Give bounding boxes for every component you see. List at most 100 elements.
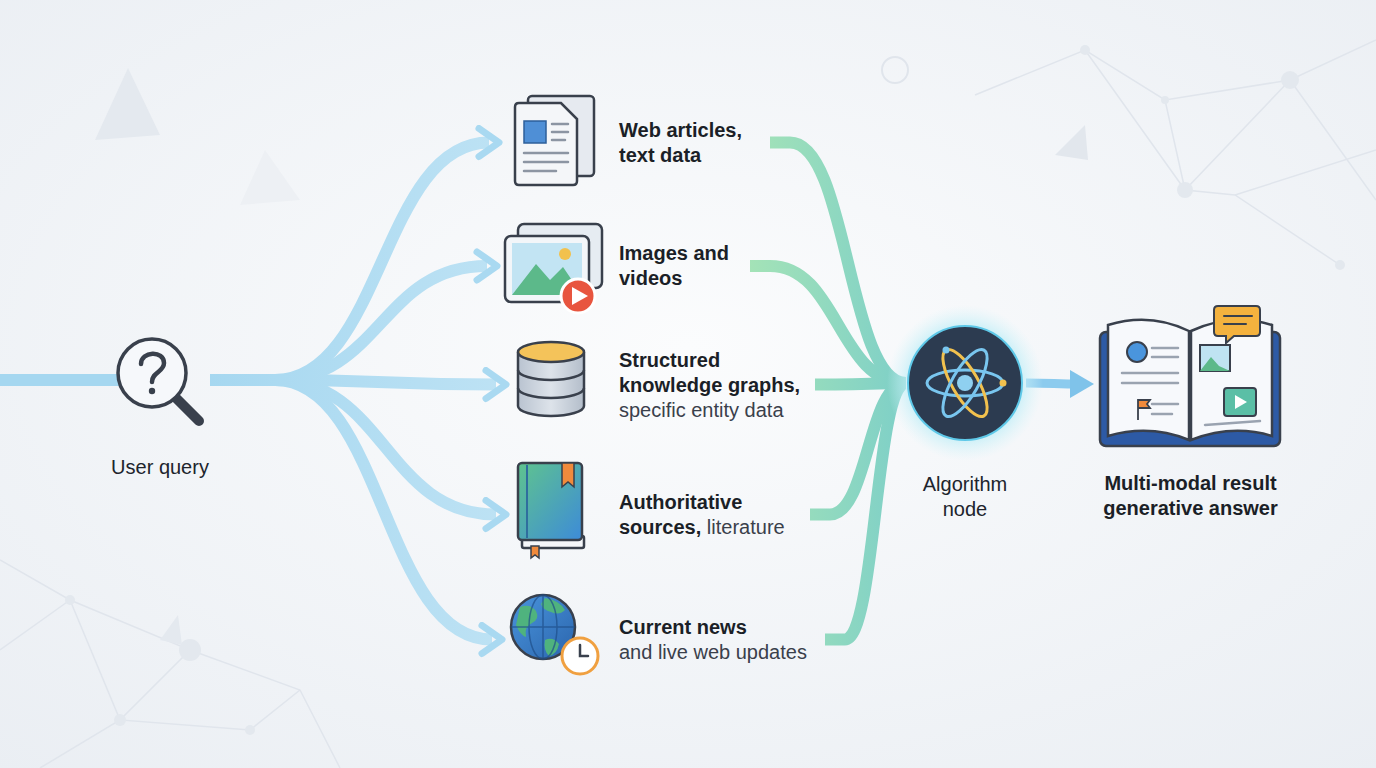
magnifier-handle: [176, 398, 199, 421]
node-label: Authoritative sources,literature: [619, 490, 804, 540]
node-label: Structured knowledge graphs,specific ent…: [619, 347, 809, 422]
text-line: [1152, 347, 1178, 350]
query-icon: [118, 339, 199, 421]
book-cover: [518, 463, 582, 540]
node-title: Authoritative sources,: [619, 491, 742, 538]
database-band: [518, 370, 584, 380]
merge-connector: [750, 266, 906, 383]
node-title: User query: [111, 456, 209, 478]
speech-bubble: [1214, 306, 1260, 343]
network-dot: [65, 595, 75, 605]
node-glow: [887, 305, 1043, 461]
globe-icon: [511, 595, 598, 674]
node-title: Multi-modal result generative answer: [1103, 472, 1278, 519]
atom-electron: [943, 347, 950, 354]
network-line: [40, 600, 120, 768]
query-node: User query: [110, 335, 210, 425]
network-dot: [1335, 260, 1345, 270]
mini-globe: [1127, 342, 1147, 362]
media-icon: [505, 224, 602, 313]
text-line: [1152, 403, 1178, 406]
network-line: [0, 600, 70, 650]
node-title: Current news: [619, 615, 819, 640]
node-title: Web articles, text data: [619, 118, 764, 168]
background-triangle: [160, 615, 182, 645]
source-node: Web articles, text data: [505, 95, 764, 190]
document-page: [515, 103, 577, 185]
document-icon: [515, 96, 594, 185]
background-triangle: [240, 150, 300, 205]
node-label: Algorithm node: [905, 472, 1025, 522]
network-dot: [179, 639, 201, 661]
text-line: [1152, 356, 1178, 359]
node-subtitle: and live web updates: [619, 640, 819, 665]
clock-hands: [580, 645, 588, 656]
background-ring: [882, 57, 908, 83]
result-node: Multi-modal result generative answer: [1098, 320, 1283, 448]
network-lines: [0, 40, 1376, 768]
meridian: [542, 595, 544, 659]
node-subtitle: specific entity data: [619, 397, 809, 422]
book-icon: [518, 463, 584, 558]
mini-mountain: [1200, 357, 1230, 371]
document-lines: [524, 124, 568, 171]
network-line: [1290, 80, 1376, 200]
node-label: Multi-modal result generative answer: [1091, 471, 1291, 521]
network-dot: [245, 725, 255, 735]
source-node: Images and videos: [503, 222, 744, 310]
text-line: [524, 170, 556, 173]
bookmark: [531, 546, 539, 558]
atom-orbit: [935, 344, 996, 423]
source-node: Authoritative sources,literature: [512, 467, 804, 562]
page-lines: [1122, 348, 1260, 425]
branch-connector: [210, 266, 487, 380]
network-dot: [114, 714, 126, 726]
node-label: Web articles, text data: [619, 118, 764, 168]
branch-connector: [210, 143, 489, 381]
text-line: [1205, 421, 1260, 425]
mini-image: [1200, 345, 1230, 371]
database-icon: [518, 342, 584, 416]
node-title: Algorithm node: [923, 473, 1007, 520]
atom-nucleus: [957, 375, 973, 391]
merge-connector: [770, 143, 906, 384]
book-page: [1108, 320, 1189, 440]
text-line: [552, 131, 568, 134]
node-title: Structured knowledge graphs,: [619, 347, 809, 397]
branch-connector: [210, 380, 492, 640]
book-spine: [526, 465, 528, 538]
text-line: [1122, 382, 1178, 385]
database-band: [518, 388, 584, 398]
continent: [516, 606, 537, 637]
node-title: Images and videos: [619, 241, 744, 291]
atom-electron: [1000, 380, 1007, 387]
atom-orbit: [927, 370, 1003, 396]
network-line: [1085, 50, 1290, 190]
mini-video: [1224, 388, 1256, 416]
network-dots: [65, 45, 1345, 735]
bookmark: [562, 463, 574, 487]
background-triangle: [95, 68, 160, 140]
algorithm-node: Algorithm node: [908, 326, 1022, 440]
node-label: Current newsand live web updates: [619, 615, 819, 665]
text-line: [524, 152, 568, 155]
bubble-line: [1224, 315, 1252, 317]
text-line: [1122, 372, 1178, 375]
network-line: [975, 40, 1376, 100]
background-triangle: [1055, 125, 1088, 160]
mini-flag: [1138, 400, 1150, 420]
text-line: [524, 161, 568, 164]
source-node: Structured knowledge graphs,specific ent…: [512, 342, 809, 427]
photo-sun: [559, 248, 571, 260]
network-line: [0, 560, 300, 730]
question-mark: [141, 354, 164, 382]
bubble-lines: [1224, 316, 1252, 324]
network-dot: [1177, 182, 1193, 198]
algorithm-circle: [908, 326, 1022, 440]
document-image: [524, 121, 546, 143]
text-line: [552, 139, 565, 142]
question-dot: [149, 388, 155, 394]
input-line: [0, 374, 120, 386]
